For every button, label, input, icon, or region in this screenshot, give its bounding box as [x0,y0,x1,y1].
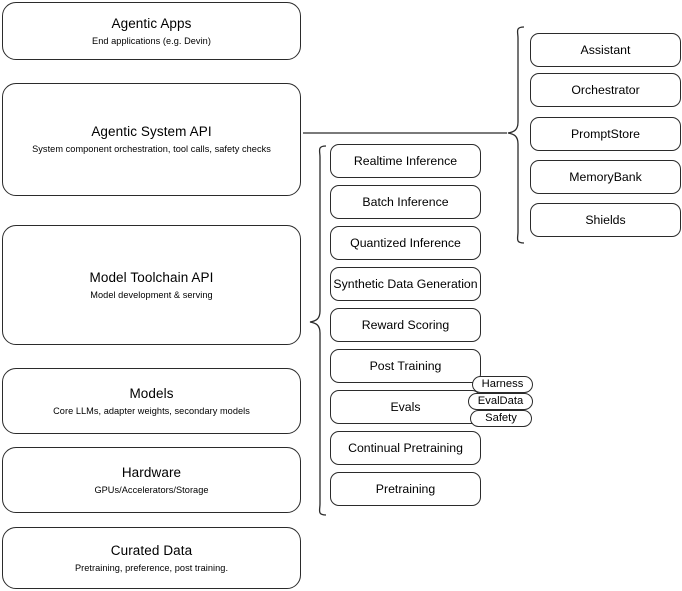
layer-curated-data[interactable]: Curated Data Pretraining, preference, po… [2,527,301,589]
component-memorybank[interactable]: MemoryBank [530,160,681,194]
layer-subtitle: Pretraining, preference, post training. [74,562,229,573]
layer-model-toolchain-api[interactable]: Model Toolchain API Model development & … [2,225,301,345]
brace-system-components [507,26,525,244]
capability-label: Reward Scoring [361,317,450,332]
layer-subtitle: GPUs/Accelerators/Storage [94,484,209,495]
component-label: Assistant [580,42,631,57]
capability-label: Quantized Inference [350,235,461,250]
capability-label: Batch Inference [362,194,449,209]
capability-reward-scoring[interactable]: Reward Scoring [330,308,481,342]
layer-title: Model Toolchain API [89,269,214,285]
capability-batch-inference[interactable]: Batch Inference [330,185,481,219]
capability-realtime-inference[interactable]: Realtime Inference [330,144,481,178]
layer-subtitle: End applications (e.g. Devin) [92,35,211,46]
layer-title: Curated Data [110,542,193,558]
component-shields[interactable]: Shields [530,203,681,237]
layer-title: Models [129,385,174,401]
eval-tag-harness[interactable]: Harness [472,376,533,393]
layer-subtitle: System component orchestration, tool cal… [32,144,271,154]
capability-label: Post Training [369,358,442,373]
layer-hardware[interactable]: Hardware GPUs/Accelerators/Storage [2,447,301,513]
capability-label: Synthetic Data Generation [333,276,478,291]
capability-evals[interactable]: Evals [330,390,481,424]
layer-subtitle: Core LLMs, adapter weights, secondary mo… [53,405,250,416]
layer-agentic-system-api[interactable]: Agentic System API System component orch… [2,83,301,196]
capability-label: Evals [390,399,421,414]
capability-label: Continual Pretraining [348,440,463,455]
capability-quantized-inference[interactable]: Quantized Inference [330,226,481,260]
component-label: Shields [585,212,626,227]
eval-tag-evaldata[interactable]: EvalData [468,393,533,410]
component-label: Orchestrator [571,82,640,97]
layer-agentic-apps[interactable]: Agentic Apps End applications (e.g. Devi… [2,2,301,60]
capability-pretraining[interactable]: Pretraining [330,472,481,506]
capability-label: Pretraining [375,481,436,496]
layer-subtitle: Model development & serving [90,289,213,300]
component-label: PromptStore [570,126,641,141]
capability-continual-pretraining[interactable]: Continual Pretraining [330,431,481,465]
brace-toolchain-capabilities [309,145,327,516]
layer-title: Agentic Apps [111,15,192,31]
component-promptstore[interactable]: PromptStore [530,117,681,151]
layer-title: Hardware [121,464,182,480]
layer-title: Agentic System API [91,124,212,139]
component-assistant[interactable]: Assistant [530,33,681,67]
component-label: MemoryBank [569,169,642,184]
capability-post-training[interactable]: Post Training [330,349,481,383]
eval-tag-safety[interactable]: Safety [470,410,532,427]
layer-models[interactable]: Models Core LLMs, adapter weights, secon… [2,368,301,434]
capability-synthetic-data-generation[interactable]: Synthetic Data Generation [330,267,481,301]
capability-label: Realtime Inference [353,153,458,168]
component-orchestrator[interactable]: Orchestrator [530,73,681,107]
